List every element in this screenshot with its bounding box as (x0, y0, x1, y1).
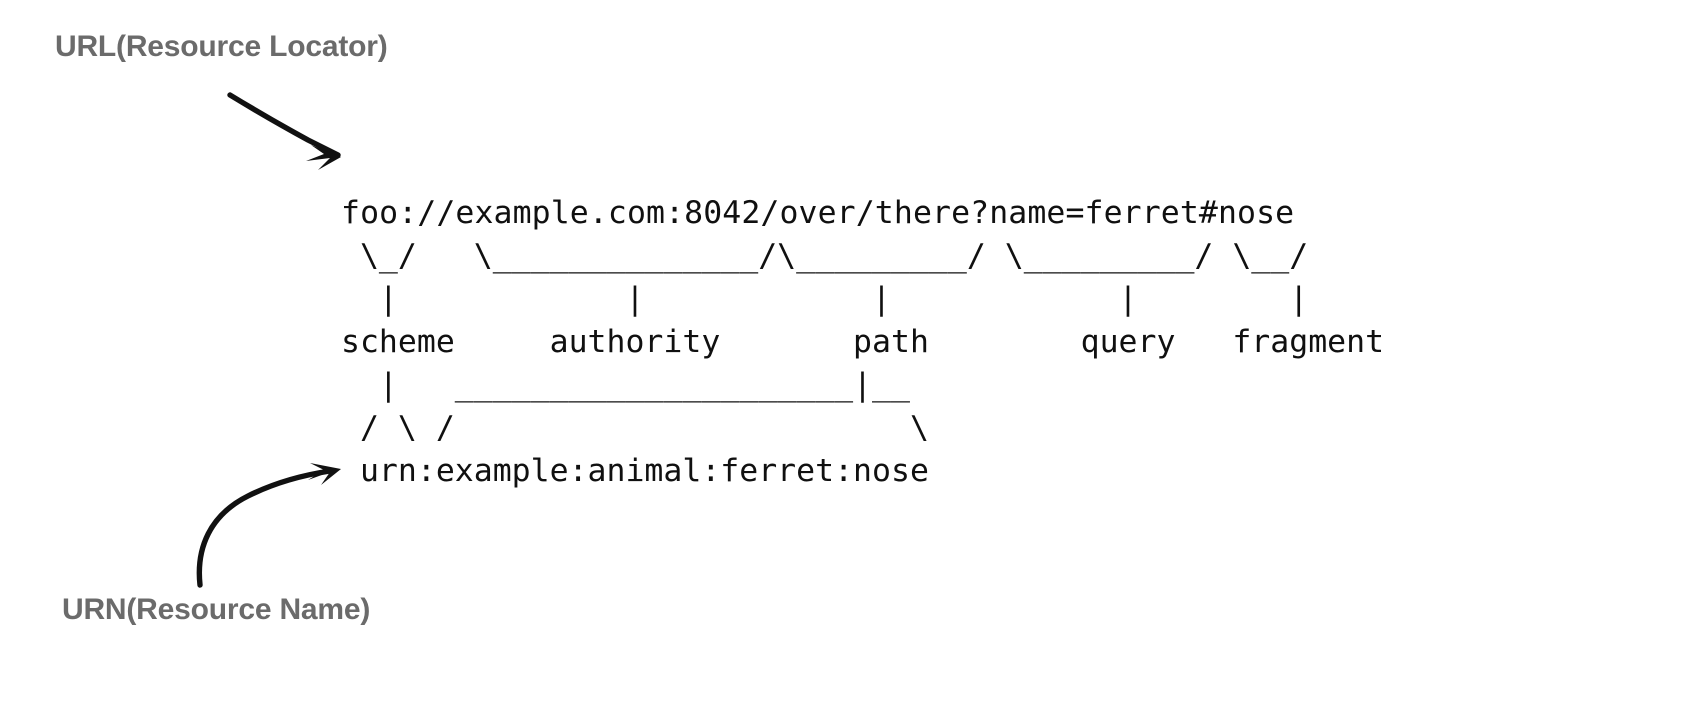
url-annotation-label: URL(Resource Locator) (55, 30, 388, 63)
uri-ascii-diagram: foo://example.com:8042/over/there?name=f… (341, 192, 1384, 493)
url-arrow-icon (227, 92, 341, 170)
ascii-line-brackets: \_/ \______________/\_________/ \_______… (341, 237, 1309, 274)
urn-annotation-label: URN(Resource Name) (62, 593, 371, 626)
ascii-line-urn-stem: | _____________________|__ (341, 366, 910, 403)
ascii-line-urn: urn:example:animal:ferret:nose (341, 452, 929, 489)
urn-arrow-icon (196, 463, 341, 588)
ascii-line-uri: foo://example.com:8042/over/there?name=f… (341, 194, 1295, 231)
ascii-line-urn-brace: / \ / \ (341, 409, 929, 446)
ascii-line-labels: scheme authority path query fragment (341, 323, 1385, 360)
ascii-line-stems: | | | | | (341, 280, 1309, 317)
